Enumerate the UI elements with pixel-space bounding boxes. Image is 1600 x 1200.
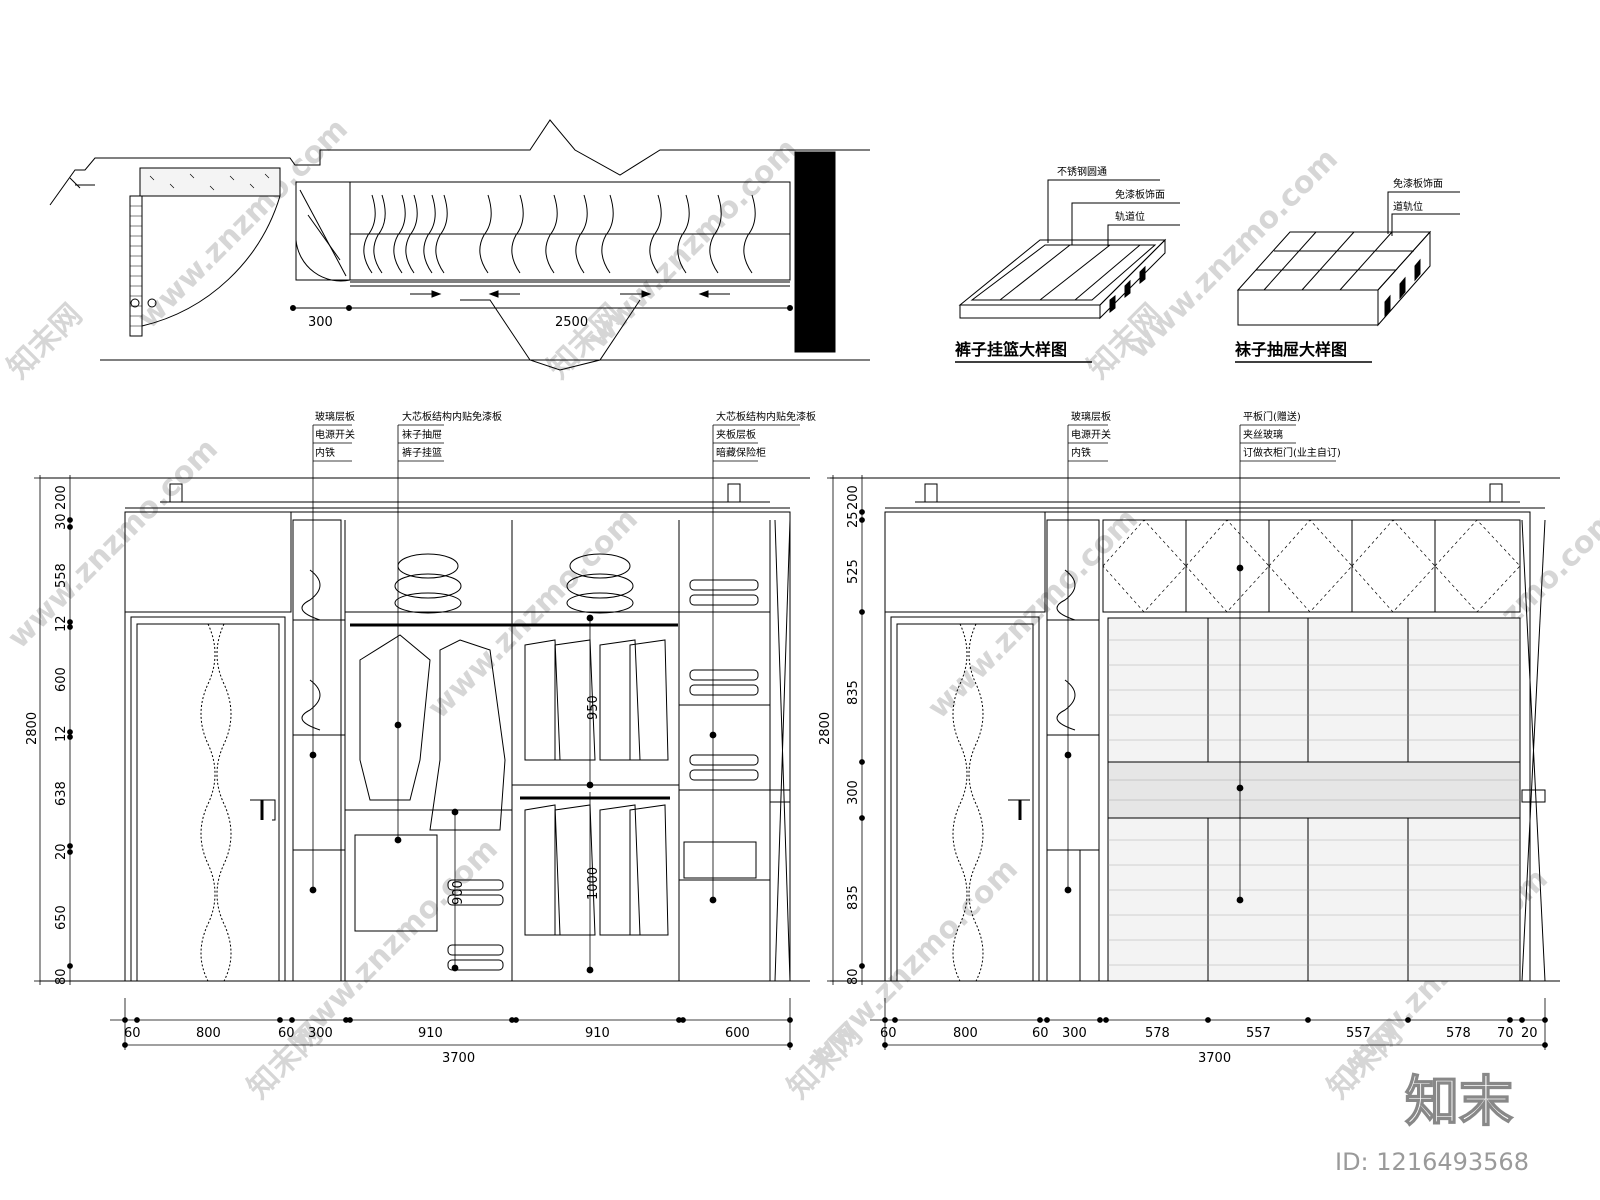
- sock-label-board-finish: 免漆板饰面: [1393, 177, 1443, 190]
- right-hdim-60b: 60: [1032, 1026, 1049, 1041]
- left-hdim-600: 600: [725, 1026, 750, 1041]
- trouser-label-board-finish: 免漆板饰面: [1115, 188, 1165, 201]
- left-note-core-board-2: 大芯板结构内贴免漆板: [716, 410, 816, 423]
- left-horizontal-dim-lines: [110, 998, 793, 1050]
- left-hdim-800: 800: [196, 1026, 221, 1041]
- trouser-detail-title: 裤子挂篮大样图: [955, 340, 1067, 359]
- right-hdim-total-3700: 3700: [1198, 1051, 1231, 1066]
- left-note-inner-iron: 内铁: [315, 446, 335, 459]
- trouser-label-steel-rod: 不锈钢圆通: [1057, 165, 1107, 178]
- left-vdim-200: 200: [54, 485, 69, 510]
- right-vdim-200: 200: [846, 485, 861, 510]
- trouser-label-track: 轨道位: [1115, 210, 1145, 223]
- left-inner-dim-1000: 1000: [586, 867, 601, 900]
- right-hdim-60a: 60: [880, 1026, 897, 1041]
- right-vdim-300: 300: [846, 780, 861, 805]
- right-vdim-80: 80: [846, 968, 861, 985]
- left-note-plywood-shelf: 夹板层板: [716, 428, 756, 441]
- left-note-glass-shelf: 玻璃层板: [315, 410, 355, 423]
- znzmo-logo: 知末: [1405, 1070, 1513, 1133]
- right-elevation: [830, 477, 1560, 982]
- sock-label-track: 道轨位: [1393, 200, 1423, 213]
- left-vdim-total-2800: 2800: [25, 712, 40, 745]
- right-vertical-dim-lines: [827, 475, 865, 985]
- left-note-sock-drawer: 袜子抽屉: [402, 428, 442, 441]
- right-note-power-switch: 电源开关: [1071, 428, 1111, 441]
- right-hdim-300: 300: [1062, 1026, 1087, 1041]
- plan-dim-300: 300: [308, 315, 333, 330]
- right-hdim-578a: 578: [1145, 1026, 1170, 1041]
- left-vdim-600: 600: [54, 667, 69, 692]
- left-hdim-total-3700: 3700: [442, 1051, 475, 1066]
- watermark-site-8: www.znzmo.com: [281, 832, 505, 1056]
- left-vdim-20: 20: [54, 843, 69, 860]
- left-inner-dim-lines: [451, 614, 594, 974]
- right-hdim-578b: 578: [1446, 1026, 1471, 1041]
- right-note-flat-door: 平板门(赠送): [1243, 410, 1301, 423]
- sock-drawer-detail: [1236, 191, 1460, 327]
- left-vdim-30: 30: [54, 513, 69, 530]
- right-hdim-70: 70: [1497, 1026, 1514, 1041]
- left-hdim-910a: 910: [418, 1026, 443, 1041]
- right-hdim-557b: 557: [1346, 1026, 1371, 1041]
- left-note-hidden-safe: 暗藏保险柜: [716, 446, 766, 459]
- watermark-site-4: www.znzmo.com: [1, 432, 225, 656]
- left-vdim-558: 558: [54, 563, 69, 588]
- right-hdim-20: 20: [1521, 1026, 1538, 1041]
- left-inner-dim-900: 900: [451, 880, 466, 905]
- watermark-site-1: www.znzmo.com: [131, 112, 355, 336]
- left-vertical-dim-lines: [34, 475, 73, 985]
- left-vdim-12a: 12: [54, 615, 69, 632]
- wardrobe-plan-view: [49, 119, 870, 371]
- left-hdim-60a: 60: [124, 1026, 141, 1041]
- right-vdim-total-2800: 2800: [818, 712, 833, 745]
- right-vdim-835b: 835: [846, 885, 861, 910]
- left-vdim-650: 650: [54, 905, 69, 930]
- right-hdim-557a: 557: [1246, 1026, 1271, 1041]
- right-horizontal-dim-lines: [870, 998, 1548, 1050]
- left-vdim-12b: 12: [54, 725, 69, 742]
- left-note-core-board: 大芯板结构内贴免漆板: [402, 410, 502, 423]
- right-vdim-525: 525: [846, 559, 861, 584]
- right-elev-leaders: [1064, 424, 1336, 904]
- right-vdim-835a: 835: [846, 680, 861, 705]
- image-id: ID: 1216493568: [1335, 1148, 1529, 1176]
- right-note-custom-door: 订做衣柜门(业主自订): [1243, 446, 1341, 459]
- right-note-wired-glass: 夹丝玻璃: [1243, 428, 1283, 441]
- watermark-site-5: www.znzmo.com: [421, 502, 645, 726]
- watermark-brand-1: 知末网: [1, 297, 89, 385]
- right-note-glass-shelf: 玻璃层板: [1071, 410, 1111, 423]
- sock-detail-title: 袜子抽屉大样图: [1234, 340, 1347, 359]
- left-elev-leaders: [309, 424, 800, 904]
- trouser-basket-detail: [958, 179, 1180, 320]
- right-note-inner-iron: 内铁: [1071, 446, 1091, 459]
- left-elevation: [40, 477, 810, 982]
- plan-dim-2500: 2500: [555, 315, 588, 330]
- left-hdim-910b: 910: [585, 1026, 610, 1041]
- left-vdim-80: 80: [54, 968, 69, 985]
- left-inner-dim-950: 950: [586, 695, 601, 720]
- left-vdim-638: 638: [54, 781, 69, 806]
- right-hdim-800: 800: [953, 1026, 978, 1041]
- left-note-power-switch: 电源开关: [315, 428, 355, 441]
- right-vdim-25: 25: [846, 511, 861, 528]
- left-note-trouser-basket: 裤子挂篮: [402, 446, 442, 459]
- left-hdim-60b: 60: [278, 1026, 295, 1041]
- left-hdim-300: 300: [308, 1026, 333, 1041]
